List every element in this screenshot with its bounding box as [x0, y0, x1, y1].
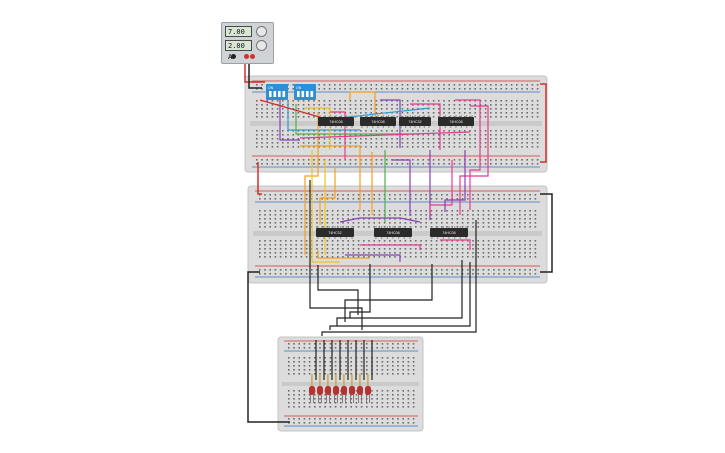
ic-chip[interactable]: 74HC08: [374, 226, 412, 239]
output-wires[interactable]: [309, 180, 477, 380]
dip-switch-group[interactable]: ON ON: [266, 84, 316, 100]
dip-toggle[interactable]: [278, 91, 281, 97]
led-body-icon[interactable]: [349, 386, 355, 395]
led-array[interactable]: [309, 374, 371, 403]
led-body-icon[interactable]: [325, 386, 331, 395]
ic-chip[interactable]: 74HC08: [360, 115, 396, 128]
dip-switch-label: ON: [296, 86, 302, 90]
chip-label: 74HC08: [371, 120, 384, 124]
dip-switch[interactable]: ON: [294, 84, 316, 100]
chip-label: 74HC32: [328, 231, 341, 235]
led[interactable]: [325, 374, 331, 403]
signal-wires[interactable]: [259, 91, 489, 263]
dip-toggle[interactable]: [306, 91, 309, 97]
led[interactable]: [341, 374, 347, 403]
dip-toggle[interactable]: [301, 91, 305, 97]
resistor-icon: [343, 374, 345, 388]
led-body-icon[interactable]: [317, 386, 323, 395]
resistor-icon: [327, 374, 329, 388]
resistor-icon: [311, 374, 313, 388]
led-body-icon[interactable]: [365, 386, 371, 395]
dip-toggle[interactable]: [273, 91, 277, 97]
dip-toggle[interactable]: [310, 91, 314, 97]
chip-group: 74HC08 74HC08 74HC32 74HC08 74HC32 74HC08 74HC…: [316, 115, 474, 239]
dip-switch[interactable]: ON: [266, 84, 288, 100]
current-display: 2.00 A: [225, 40, 252, 61]
dip-toggle[interactable]: [297, 91, 300, 97]
dip-switch-label: ON: [268, 86, 274, 90]
ic-chip[interactable]: 74HC32: [316, 226, 354, 239]
ic-chip[interactable]: 74HC08: [438, 115, 474, 128]
dip-toggle[interactable]: [282, 91, 286, 97]
chip-label: 74HC08: [386, 231, 399, 235]
led[interactable]: [357, 374, 363, 403]
chip-label: 74HC08: [329, 120, 342, 124]
ic-chip[interactable]: 74HC08: [430, 226, 468, 239]
led-body-icon[interactable]: [341, 386, 347, 395]
dip-toggle[interactable]: [269, 91, 272, 97]
led-body-icon[interactable]: [309, 386, 315, 395]
resistor-icon: [359, 374, 361, 388]
resistor-icon: [335, 374, 337, 388]
chip-label: 74HC08: [449, 120, 462, 124]
led-body-icon[interactable]: [333, 386, 339, 395]
led[interactable]: [349, 374, 355, 403]
power-supply[interactable]: 7.00 V 2.00 A: [221, 22, 274, 64]
led[interactable]: [365, 374, 371, 403]
voltage-knob-icon[interactable]: [256, 26, 267, 37]
negative-terminal-icon[interactable]: [231, 54, 236, 59]
resistor-icon: [319, 374, 321, 388]
voltage-display: 7.00 V: [225, 26, 252, 47]
ic-chip[interactable]: 74HC08: [318, 115, 354, 128]
positive-terminal-icon[interactable]: [244, 54, 249, 59]
breadboard-bottom[interactable]: [277, 336, 424, 432]
led[interactable]: [309, 374, 315, 403]
breadboard-middle-holes[interactable]: [259, 194, 537, 275]
power-wires[interactable]: [244, 58, 553, 423]
resistor-icon: [351, 374, 353, 388]
chip-label: 74HC32: [408, 120, 421, 124]
current-knob-icon[interactable]: [256, 40, 267, 51]
positive-terminal-2-icon[interactable]: [250, 54, 255, 59]
led[interactable]: [317, 374, 323, 403]
led-body-icon[interactable]: [357, 386, 363, 395]
ic-chip[interactable]: 74HC32: [399, 115, 431, 128]
led[interactable]: [333, 374, 339, 403]
chip-label: 74HC08: [442, 231, 455, 235]
resistor-icon: [367, 374, 369, 388]
